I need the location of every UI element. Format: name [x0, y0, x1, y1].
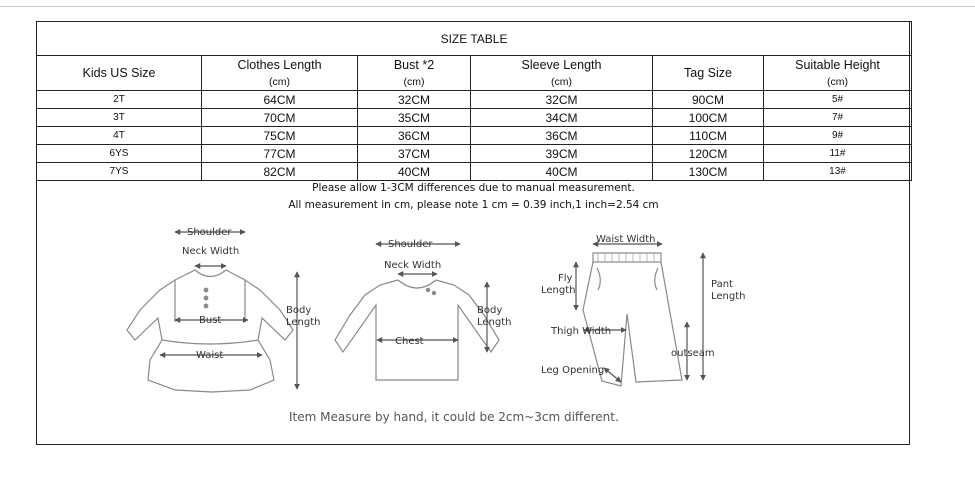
shirt-shoulder-label: Shoulder — [388, 239, 433, 250]
cell-tag-size: 100CM — [652, 108, 764, 127]
dress-body-label: Body — [286, 305, 311, 316]
cell-sleeve-length: 40CM — [470, 162, 653, 181]
cell-size: 7YS — [36, 162, 202, 181]
shirt-neck-width-label: Neck Width — [384, 260, 441, 271]
pants-waist-width-label: Waist Width — [596, 234, 656, 245]
dress-shoulder-label: Shoulder — [187, 227, 232, 238]
header-suitable-height: Suitable Height(cm) — [762, 55, 913, 91]
pants-outline — [582, 261, 683, 387]
dress-length-label: Length — [286, 317, 321, 328]
dress-neckline — [194, 269, 227, 278]
cell-clothes-length: 70CM — [201, 108, 358, 127]
pants-fly-label: Fly — [558, 273, 573, 284]
measurement-notes: Please allow 1-3CM differences due to ma… — [36, 180, 911, 214]
shirt-chest-label: Chest — [395, 336, 424, 347]
header-kids-us-size: Kids US Size — [36, 55, 202, 91]
table-header-row: Kids US Size Clothes Length(cm) Bust *2(… — [36, 55, 913, 91]
shirt-neckline — [397, 279, 437, 289]
pants-pant-length-label: Length — [711, 291, 746, 302]
pants-outseam-label: outseam — [671, 348, 715, 359]
dress-waist-label: Waist — [196, 350, 223, 361]
note-manual-difference: Please allow 1-3CM differences due to ma… — [312, 182, 635, 194]
shirt-body-label: Body — [477, 305, 502, 316]
measure-disclaimer: Item Measure by hand, it could be 2cm~3c… — [289, 410, 619, 424]
pants-waistband — [592, 252, 662, 263]
table-row: 7YS 82CM 40CM 40CM 130CM 13# — [36, 162, 913, 181]
shirt-diagram — [334, 241, 500, 381]
dress-outline — [126, 269, 294, 393]
shirt-length-label: Length — [477, 317, 512, 328]
note-unit-conversion: All measurement in cm, please note 1 cm … — [288, 199, 659, 211]
pants-pocket-left — [596, 267, 601, 291]
cell-clothes-length: 82CM — [201, 162, 358, 181]
cell-tag-size: 120CM — [652, 144, 764, 163]
pants-diagram — [573, 241, 706, 387]
header-bust: Bust *2(cm) — [357, 55, 471, 91]
cell-bust: 40CM — [357, 162, 471, 181]
dress-diagram — [126, 229, 300, 393]
pants-pocket-right — [654, 267, 659, 291]
cell-clothes-length: 75CM — [201, 126, 358, 145]
pants-thigh-width-label: Thigh Width — [550, 326, 611, 337]
header-sleeve-length: Sleeve Length(cm) — [470, 55, 653, 91]
header-clothes-length: Clothes Length(cm) — [201, 55, 358, 91]
pants-pant-label: Pant — [711, 279, 733, 290]
top-border-strip — [0, 0, 975, 7]
cell-tag-size: 130CM — [652, 162, 764, 181]
table-row: 6YS 77CM 37CM 39CM 120CM 11# — [36, 144, 913, 163]
dress-waist-seam — [161, 339, 259, 345]
cell-sleeve-length: 39CM — [470, 144, 653, 163]
table-row: 2T 64CM 32CM 32CM 90CM 5# — [36, 90, 913, 109]
pants-leg-opening-label: Leg Opening — [541, 365, 604, 376]
size-table: SIZE TABLE Kids US Size Clothes Length(c… — [35, 21, 913, 181]
table-title: SIZE TABLE — [35, 21, 913, 56]
dress-bust-label: Bust — [199, 315, 221, 326]
header-tag-size: Tag Size — [652, 55, 764, 91]
shirt-outline — [334, 279, 500, 381]
dress-neck-width-label: Neck Width — [182, 246, 239, 257]
cell-suitable-height: 13# — [762, 162, 913, 181]
dress-yoke — [174, 280, 246, 322]
pants-fly-length-label: Length — [541, 285, 576, 296]
cell-bust: 37CM — [357, 144, 471, 163]
table-row: 3T 70CM 35CM 34CM 100CM 7# — [36, 108, 913, 127]
